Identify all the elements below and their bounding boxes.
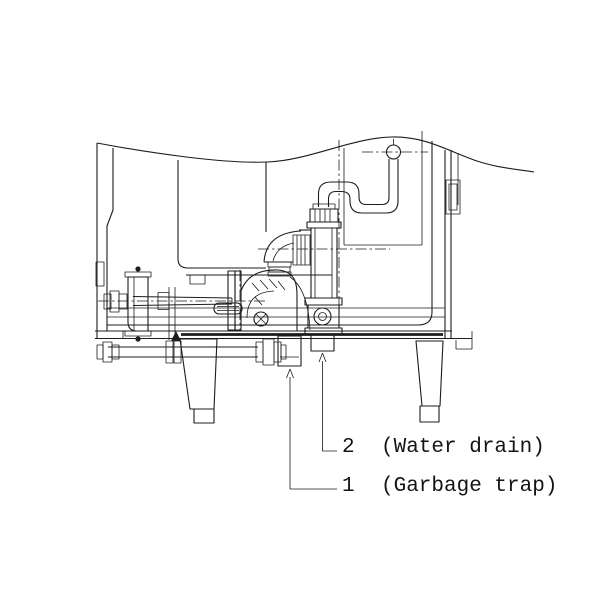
callout-label: (Garbage trap)	[381, 475, 558, 498]
callout-number: 1	[342, 475, 355, 498]
union-coupling	[292, 234, 311, 266]
water-drain-valve	[304, 297, 343, 352]
drain-elbow	[263, 229, 311, 277]
leader-arrow	[286, 368, 294, 379]
right-foot	[419, 405, 440, 423]
garbage-trap-assembly	[98, 266, 311, 367]
legs	[179, 338, 444, 424]
leader-garbage-trap	[289, 377, 337, 490]
valve-outlet	[310, 333, 335, 352]
supply-pipe	[96, 331, 287, 366]
callout-number: 2	[342, 436, 355, 459]
drain-standpipe	[258, 139, 428, 312]
leader-water-drain	[322, 361, 337, 452]
rear-panel	[343, 131, 423, 246]
callout-label: (Water drain)	[381, 436, 545, 459]
trap-dome	[240, 269, 298, 331]
s-pipe-wall	[327, 159, 399, 214]
bolt	[135, 266, 141, 272]
left-foot	[193, 408, 215, 424]
drain-plug	[253, 311, 269, 327]
leader-lines	[286, 352, 337, 490]
right-leg	[415, 340, 444, 407]
callout-water-drain: 2 (Water drain)	[342, 437, 545, 458]
callout-garbage-trap: 1 (Garbage trap)	[342, 476, 557, 497]
leader-arrow	[318, 352, 327, 363]
bolt	[135, 336, 141, 342]
cap-ring	[309, 208, 339, 223]
s-pipe-wall	[317, 159, 390, 207]
flow-arrow	[171, 331, 181, 341]
left-leg	[179, 338, 218, 410]
break-line	[96, 136, 535, 173]
trap-outlet	[277, 335, 302, 367]
